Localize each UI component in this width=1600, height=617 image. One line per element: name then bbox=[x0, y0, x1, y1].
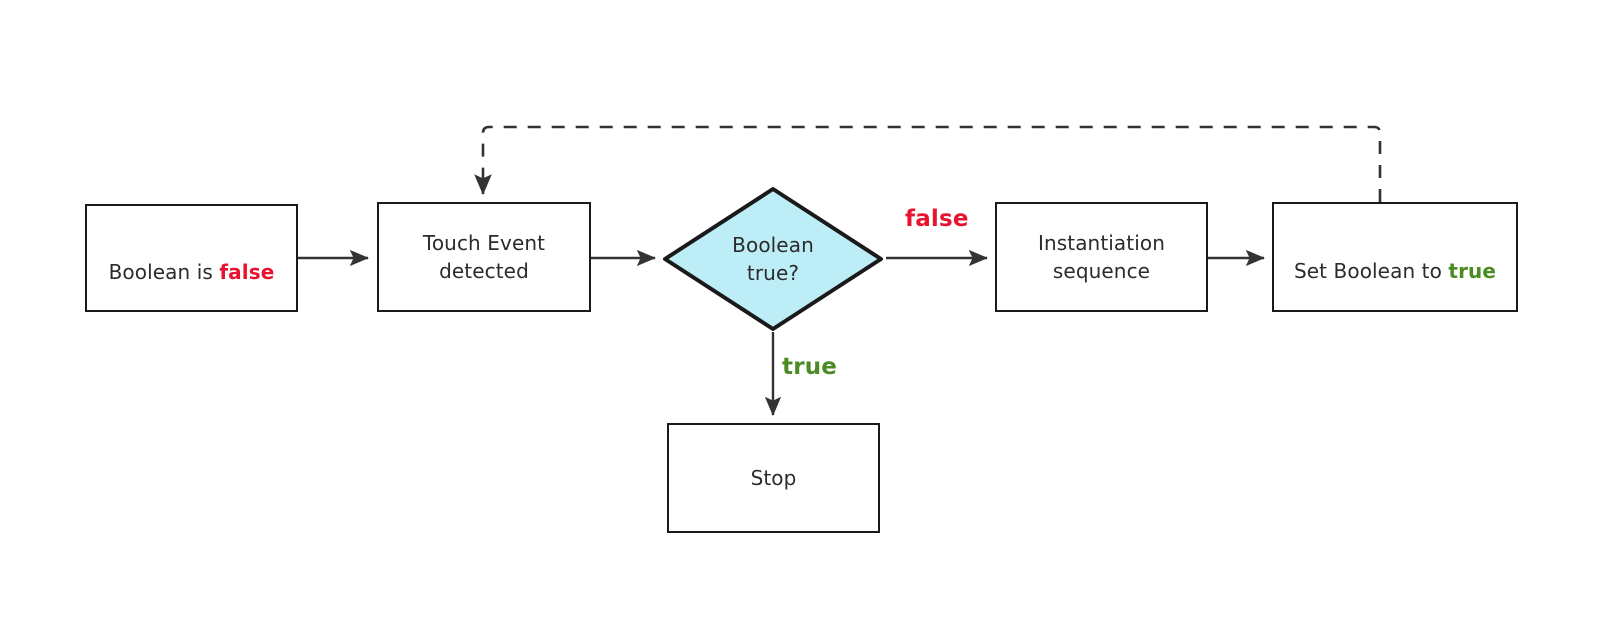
node-touch-event-detected-label: Touch Event detected bbox=[422, 230, 546, 283]
edge-label-false: false bbox=[905, 206, 969, 232]
keyword-true: true bbox=[1448, 259, 1497, 283]
node-stop-label: Stop bbox=[750, 465, 797, 490]
edge-feedback-loop-dashed bbox=[474, 125, 1382, 202]
diamond-shape bbox=[663, 187, 883, 331]
node-boolean-is-false-text: Boolean is bbox=[108, 260, 220, 284]
node-boolean-is-false[interactable]: Boolean is false bbox=[85, 204, 298, 312]
node-touch-event-detected[interactable]: Touch Event detected bbox=[377, 202, 591, 312]
keyword-false: false bbox=[219, 260, 275, 284]
node-instantiation-sequence[interactable]: Instantiation sequence bbox=[995, 202, 1208, 312]
node-decision-boolean-true-label: Boolean true? bbox=[732, 232, 814, 285]
node-set-boolean-to-true[interactable]: Set Boolean to true bbox=[1272, 202, 1518, 312]
edge-label-true: true bbox=[782, 354, 838, 380]
node-boolean-is-false-label: Boolean is false bbox=[109, 230, 275, 287]
node-set-boolean-to-true-text: Set Boolean to bbox=[1293, 259, 1449, 283]
node-decision-boolean-true[interactable]: Boolean true? bbox=[662, 186, 884, 332]
node-stop[interactable]: Stop bbox=[667, 423, 880, 533]
node-instantiation-sequence-label: Instantiation sequence bbox=[1037, 230, 1166, 283]
node-set-boolean-to-true-label: Set Boolean to true bbox=[1294, 229, 1496, 286]
